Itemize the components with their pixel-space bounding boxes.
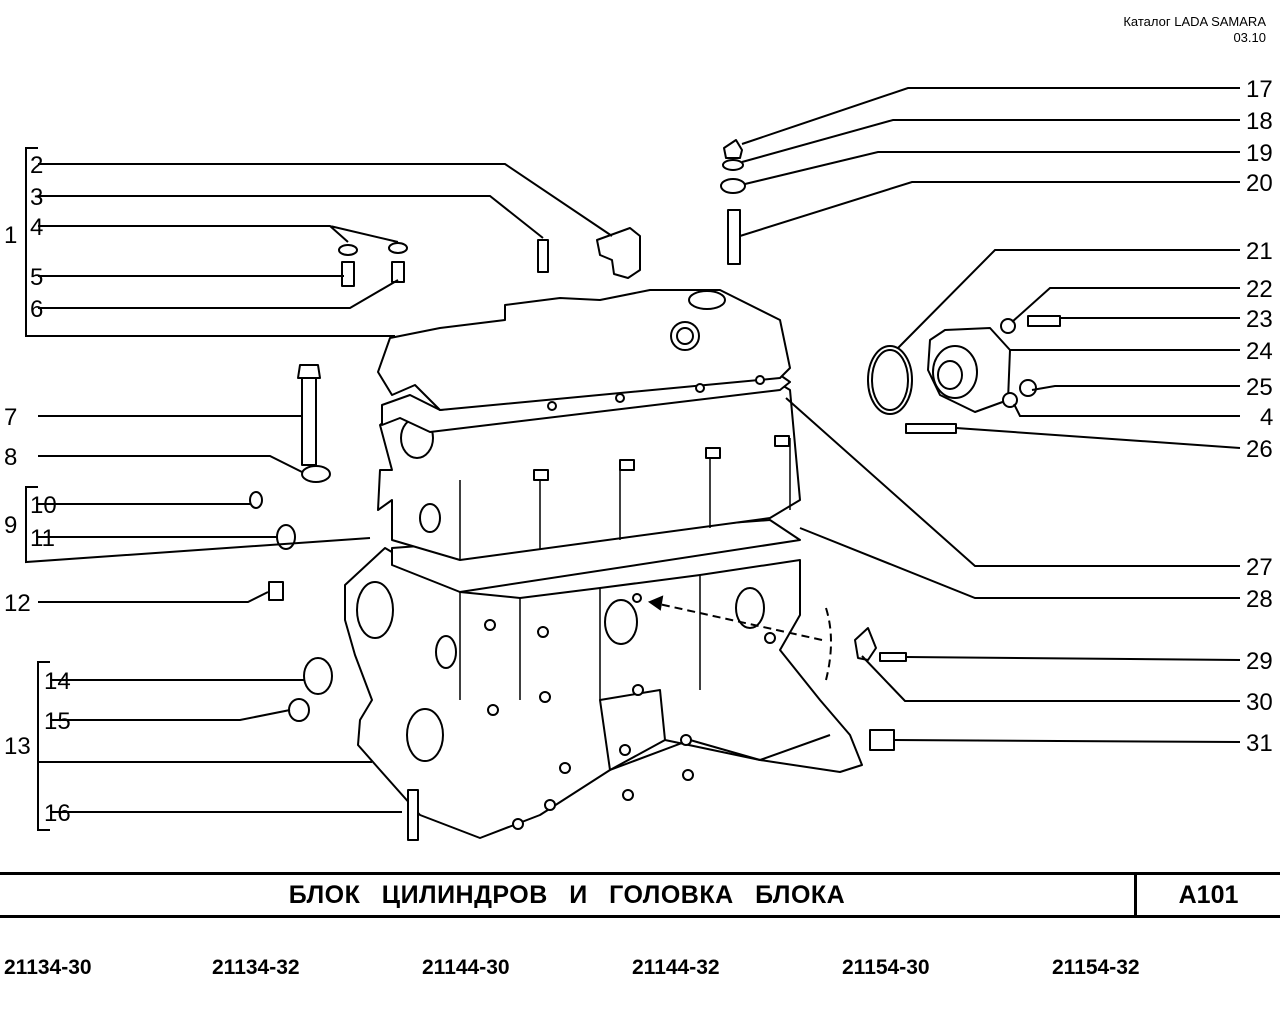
bolt-long bbox=[301, 374, 317, 466]
rear-housing bbox=[867, 327, 1011, 415]
title-divider bbox=[1134, 875, 1137, 915]
callout-9: 9 bbox=[4, 512, 17, 539]
callout-12: 12 bbox=[4, 590, 31, 617]
stud bbox=[537, 239, 549, 273]
callout-4b: 4 bbox=[1260, 404, 1273, 431]
callout-21: 21 bbox=[1246, 238, 1273, 265]
callout-22: 22 bbox=[1246, 276, 1273, 303]
model-item: 21154-30 bbox=[842, 956, 930, 979]
callout-29: 29 bbox=[1246, 648, 1273, 675]
callout-31: 31 bbox=[1246, 730, 1273, 757]
callout-24: 24 bbox=[1246, 338, 1273, 365]
fitting-elbow bbox=[596, 227, 641, 279]
callout-11: 11 bbox=[30, 525, 55, 552]
valve-cover bbox=[377, 289, 791, 411]
page-title: БЛОК ЦИЛИНДРОВ И ГОЛОВКА БЛОКА bbox=[288, 880, 846, 909]
callout-numbers: 1 2 3 4 5 6 7 8 9 10 11 12 13 14 15 16 1… bbox=[4, 76, 1273, 827]
callout-3: 3 bbox=[30, 184, 43, 211]
callout-30: 30 bbox=[1246, 689, 1273, 716]
callout-5: 5 bbox=[30, 264, 43, 291]
callout-23: 23 bbox=[1246, 306, 1273, 333]
callout-8: 8 bbox=[4, 444, 17, 471]
callout-26: 26 bbox=[1246, 436, 1273, 463]
callout-4: 4 bbox=[30, 214, 43, 241]
callout-15: 15 bbox=[44, 708, 71, 735]
cylinder-block bbox=[344, 547, 863, 839]
model-item: 21144-30 bbox=[422, 956, 510, 979]
callout-17: 17 bbox=[1246, 76, 1273, 103]
sensor-direction-arrow bbox=[647, 595, 832, 681]
callout-27: 27 bbox=[1246, 554, 1273, 581]
catalog-name: Каталог LADA SAMARA bbox=[1123, 14, 1266, 29]
callout-7: 7 bbox=[4, 404, 17, 431]
model-item: 21144-32 bbox=[632, 956, 720, 979]
callout-20: 20 bbox=[1246, 170, 1273, 197]
callout-6: 6 bbox=[30, 296, 43, 323]
callout-2: 2 bbox=[30, 152, 43, 179]
engine-illustration bbox=[249, 139, 1061, 841]
callout-10: 10 bbox=[30, 492, 57, 519]
callout-19: 19 bbox=[1246, 140, 1273, 167]
catalog-header: Каталог LADA SAMARA 03.10 bbox=[1123, 14, 1266, 46]
callout-16: 16 bbox=[44, 800, 71, 827]
leader-lines bbox=[25, 87, 1241, 831]
callout-25: 25 bbox=[1246, 374, 1273, 401]
callout-18: 18 bbox=[1246, 108, 1273, 135]
page-code: A101 bbox=[1178, 880, 1239, 909]
model-list: 21134-30 21134-32 21144-30 21144-32 2115… bbox=[0, 956, 1280, 984]
callout-1: 1 bbox=[4, 222, 17, 249]
model-item: 21134-32 bbox=[212, 956, 300, 979]
model-item: 21134-30 bbox=[4, 956, 92, 979]
callout-13: 13 bbox=[4, 733, 31, 760]
callout-14: 14 bbox=[44, 668, 71, 695]
callout-28: 28 bbox=[1246, 586, 1273, 613]
exploded-engine-diagram: 1 2 3 4 5 6 7 8 9 10 11 12 13 14 15 16 1… bbox=[4, 76, 1273, 841]
catalog-date: 03.10 bbox=[1233, 30, 1266, 45]
model-item: 21154-32 bbox=[1052, 956, 1140, 979]
title-band: БЛОК ЦИЛИНДРОВ И ГОЛОВКА БЛОКА A101 bbox=[0, 872, 1280, 918]
